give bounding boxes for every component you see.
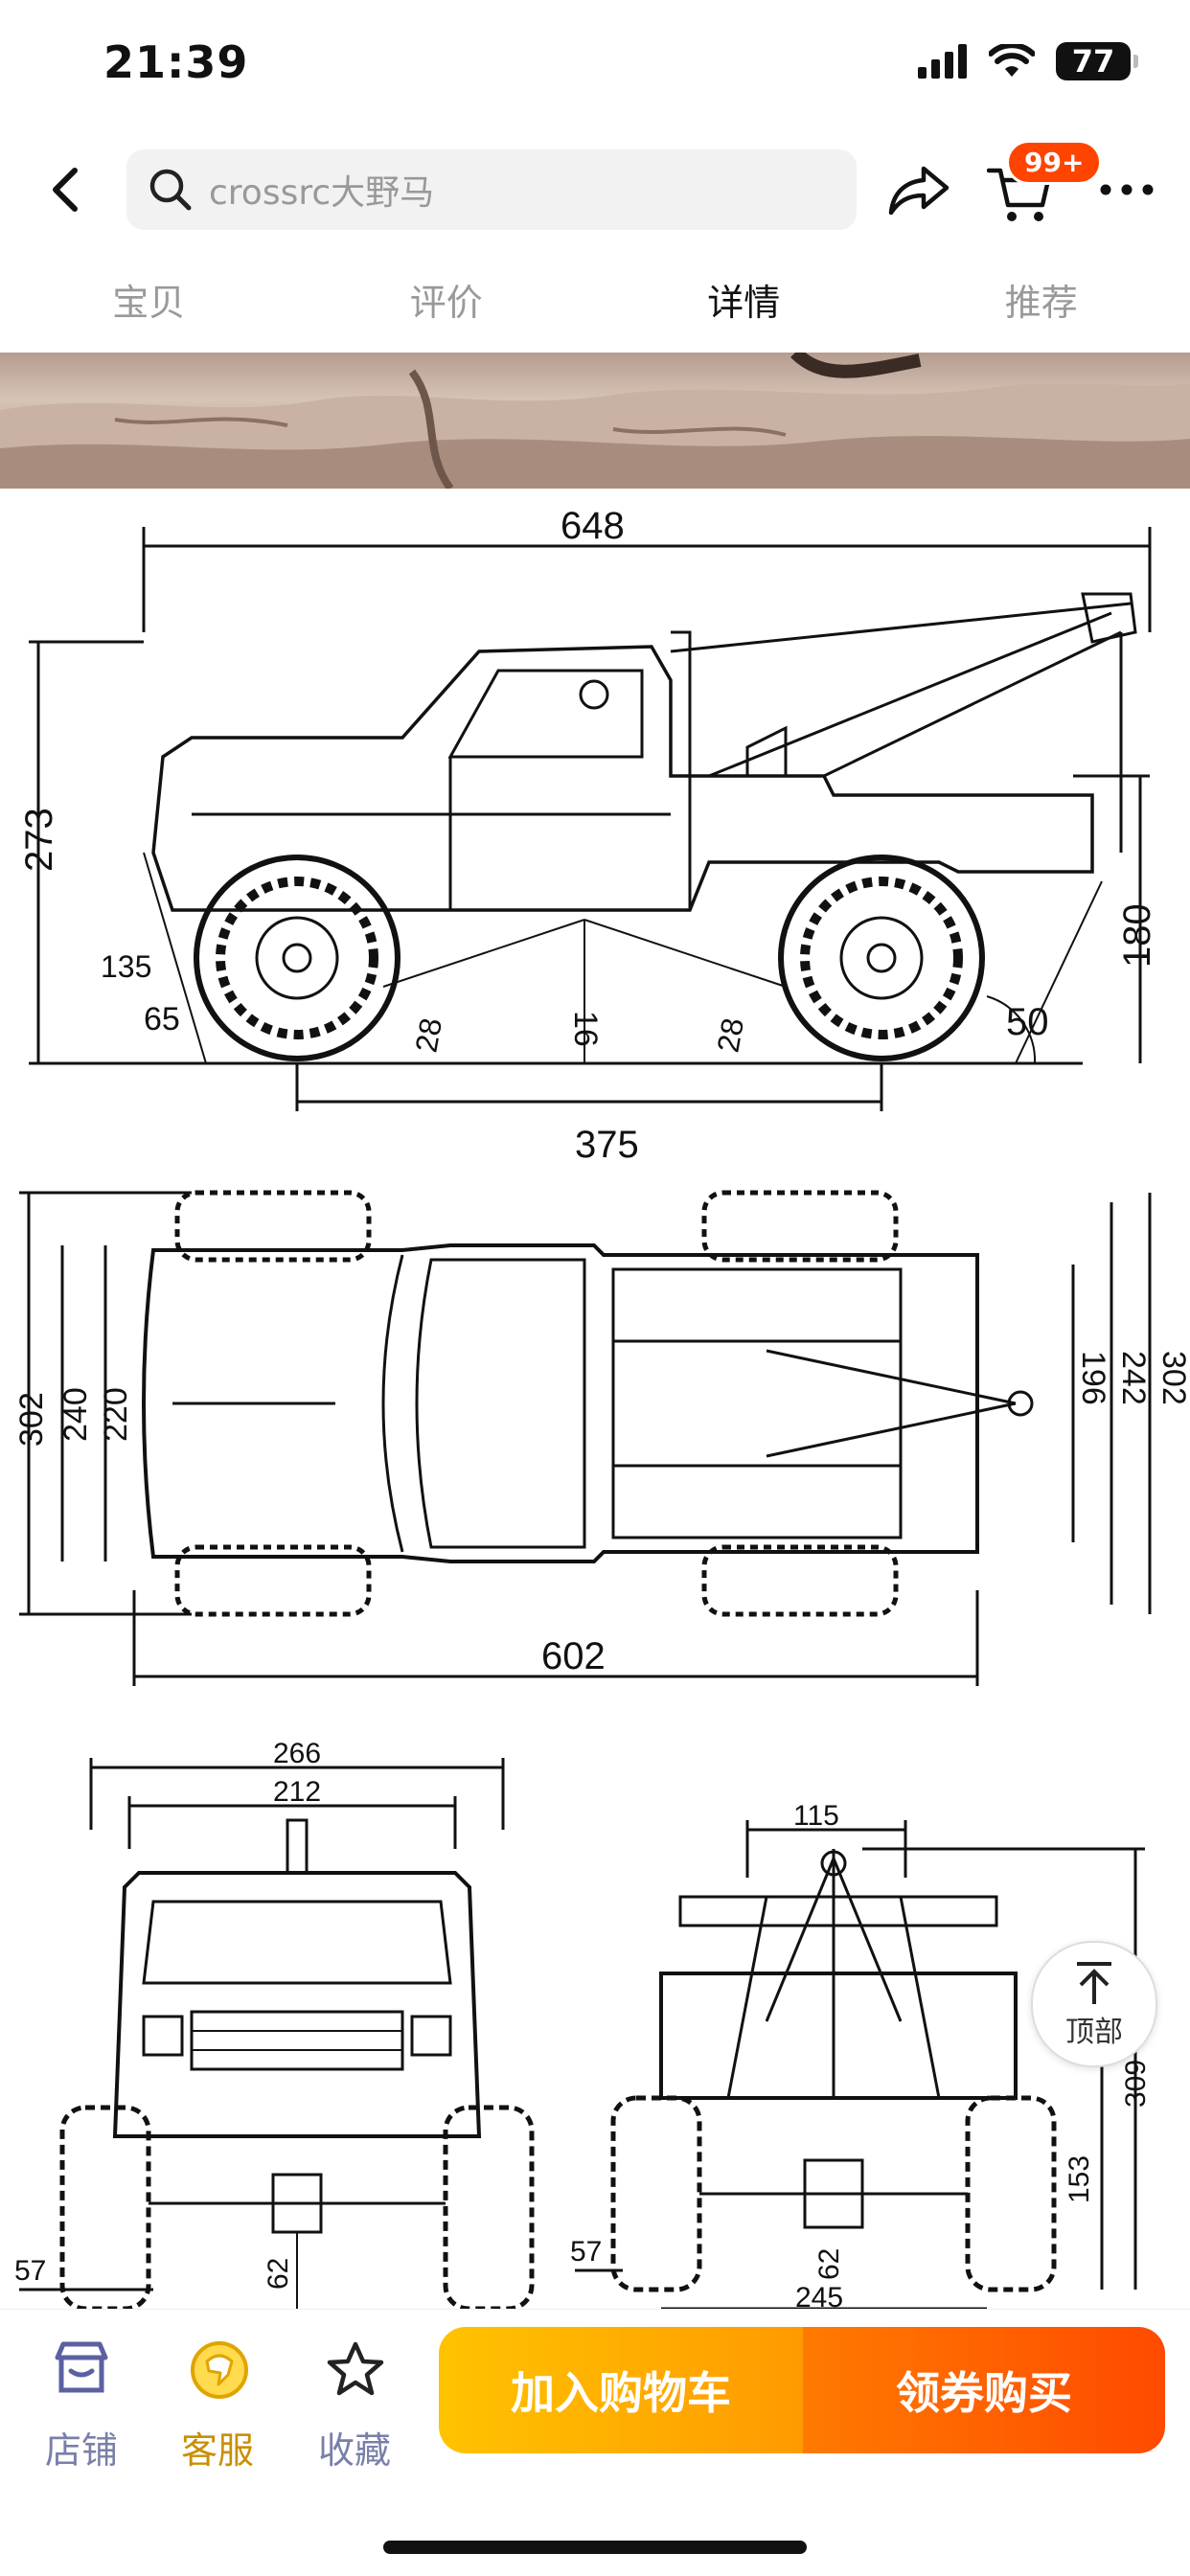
dim-breakover-left: 28 bbox=[408, 1015, 448, 1055]
rock-texture bbox=[0, 353, 1190, 489]
dim-rear-height-total: 309 bbox=[1120, 2060, 1152, 2108]
back-to-top-button[interactable]: 顶部 bbox=[1031, 1941, 1157, 2067]
product-photo-strip bbox=[0, 353, 1190, 489]
dim-top-right-outer: 302 bbox=[1156, 1351, 1190, 1405]
dim-departure: 50 bbox=[1006, 1001, 1049, 1043]
rear-wheel bbox=[781, 857, 982, 1059]
shop-icon bbox=[52, 2338, 111, 2398]
shop-label: 店铺 bbox=[19, 2421, 144, 2473]
search-placeholder: crossrc大野马 bbox=[209, 165, 434, 215]
dimension-blueprint: 648 375 273 180 16 65 50 28 28 135 bbox=[0, 489, 1190, 2309]
tab-details[interactable]: 详情 bbox=[595, 268, 893, 337]
dim-wheelbase: 375 bbox=[575, 1124, 639, 1166]
wifi-icon bbox=[989, 44, 1035, 79]
tab-item[interactable]: 宝贝 bbox=[0, 268, 298, 337]
blueprint-drawing: 648 375 273 180 16 65 50 28 28 135 bbox=[0, 489, 1190, 2309]
battery-icon: 77 bbox=[1056, 42, 1131, 80]
coupon-buy-button[interactable]: 领券购买 bbox=[803, 2327, 1165, 2453]
shop-button[interactable]: 店铺 bbox=[19, 2338, 144, 2473]
back-to-top-label: 顶部 bbox=[1033, 2008, 1156, 2050]
nav-bar: crossrc大野马 99+ bbox=[0, 142, 1190, 238]
dim-front-outer: 266 bbox=[273, 1738, 321, 1769]
search-icon bbox=[146, 165, 195, 215]
dim-top-left-outer: 302 bbox=[13, 1392, 50, 1447]
customer-service-button[interactable]: 客服 bbox=[155, 2338, 280, 2473]
favorite-button[interactable]: 收藏 bbox=[292, 2338, 417, 2473]
arrow-up-icon bbox=[1071, 1960, 1117, 2006]
dim-approach: 65 bbox=[144, 1001, 180, 1037]
dim-front-track: 57 bbox=[14, 2255, 46, 2287]
dim-top-length: 602 bbox=[541, 1635, 606, 1677]
favorite-label: 收藏 bbox=[292, 2421, 417, 2473]
back-arrow-icon[interactable] bbox=[38, 161, 96, 218]
status-icons: 77 bbox=[918, 42, 1131, 80]
customer-service-icon bbox=[188, 2338, 251, 2402]
section-tabs: 宝贝 评价 详情 推荐 bbox=[0, 268, 1190, 337]
status-time: 21:39 bbox=[103, 36, 248, 88]
dim-ground-clearance: 16 bbox=[567, 1011, 604, 1047]
dim-tire: 135 bbox=[101, 949, 151, 984]
dim-front-clearance: 62 bbox=[263, 2258, 294, 2290]
cart-button[interactable]: 99+ bbox=[987, 155, 1073, 232]
add-to-cart-button[interactable]: 加入购物车 bbox=[439, 2327, 803, 2453]
dim-height: 273 bbox=[18, 808, 60, 872]
dim-length: 648 bbox=[561, 505, 625, 547]
dim-rear-track: 57 bbox=[570, 2236, 602, 2268]
dim-right-height: 180 bbox=[1116, 903, 1158, 968]
dim-top-right-inner: 196 bbox=[1075, 1351, 1111, 1405]
dim-rear-bottom: 245 bbox=[795, 2282, 843, 2309]
home-indicator bbox=[383, 2541, 807, 2554]
front-view: 266 212 57 62 bbox=[14, 1738, 532, 2309]
tab-reviews[interactable]: 评价 bbox=[298, 268, 596, 337]
dim-rear-top: 115 bbox=[793, 1800, 839, 1832]
search-input[interactable]: crossrc大野马 bbox=[126, 149, 857, 230]
share-icon[interactable] bbox=[887, 161, 950, 218]
cellular-signal-icon bbox=[918, 44, 968, 79]
tab-recommend[interactable]: 推荐 bbox=[893, 268, 1190, 337]
bottom-action-bar: 店铺 客服 收藏 加入购物车 领券购买 bbox=[0, 2309, 1190, 2576]
top-view: 602 302 240 220 196 242 302 bbox=[13, 1193, 1190, 1686]
front-wheel bbox=[196, 857, 398, 1059]
more-icon[interactable] bbox=[1098, 171, 1156, 209]
dim-rear-height-mid: 153 bbox=[1064, 2155, 1095, 2203]
customer-service-label: 客服 bbox=[155, 2421, 280, 2473]
dim-top-left-inner: 220 bbox=[98, 1387, 134, 1442]
dim-front-inner: 212 bbox=[273, 1776, 321, 1808]
dim-top-right-mid: 242 bbox=[1115, 1351, 1152, 1405]
status-bar: 21:39 77 bbox=[0, 0, 1190, 125]
star-icon bbox=[325, 2338, 386, 2400]
dim-top-left-mid: 240 bbox=[57, 1387, 94, 1442]
dim-rear-clearance: 62 bbox=[813, 2248, 845, 2280]
dim-breakover-right: 28 bbox=[710, 1015, 750, 1055]
side-view: 648 375 273 180 16 65 50 28 28 135 bbox=[18, 505, 1158, 1166]
cart-badge: 99+ bbox=[1006, 140, 1102, 185]
